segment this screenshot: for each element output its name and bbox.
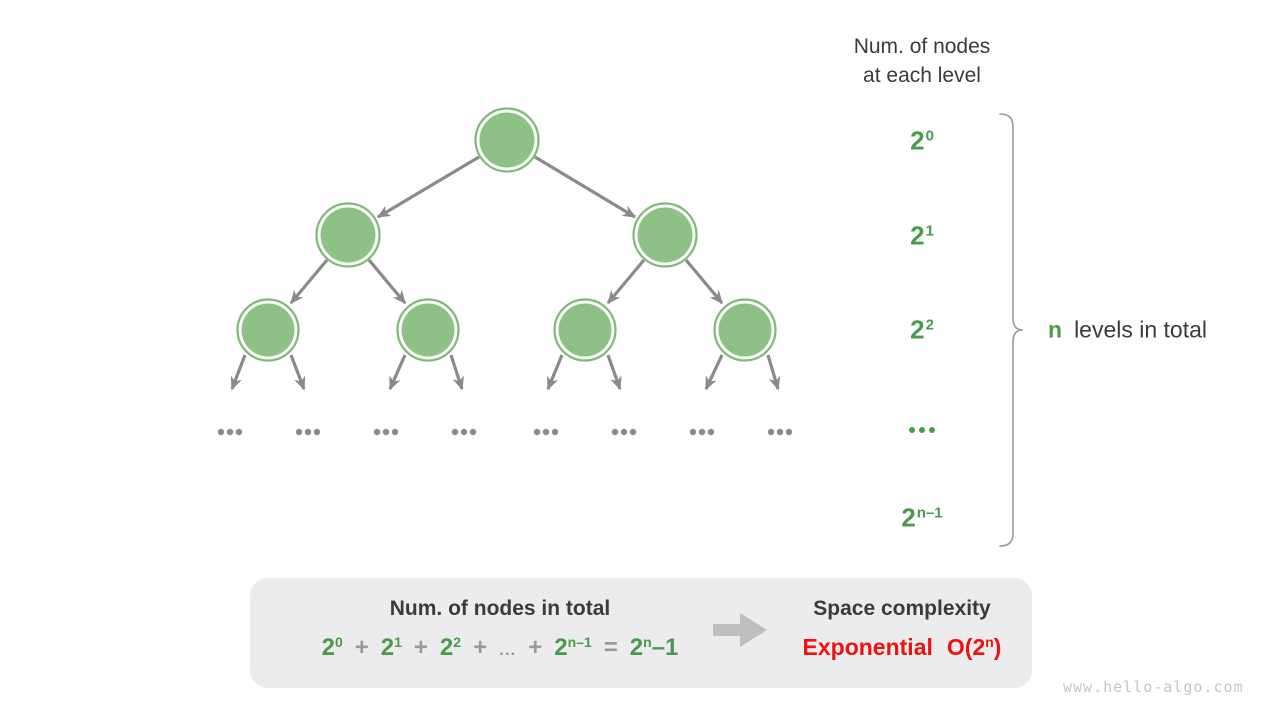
- summary-box: Num. of nodes in total 20 +21 +22 +... +2n–1…: [250, 578, 1032, 688]
- level-label-base: 2: [910, 125, 925, 156]
- tree-edges: [230, 155, 781, 391]
- tree-node: [713, 298, 777, 362]
- space-complexity-title: Space complexity: [813, 597, 991, 620]
- levels-total-note: n levels in total: [1048, 317, 1207, 344]
- formula-token: 2n–1: [629, 634, 679, 661]
- tree-edge: [449, 354, 464, 391]
- tree-node: [553, 298, 617, 362]
- formula-token: 21: [380, 634, 402, 661]
- tree-nodes: [236, 107, 777, 362]
- green-dot: [909, 427, 915, 433]
- level-label-base: 2: [910, 314, 925, 345]
- green-dot: [919, 427, 925, 433]
- total-formula: 20 +21 +22 +... +2n–1 = 2n–1: [250, 634, 750, 662]
- tree-ellipsis-row: [217, 428, 793, 436]
- tree-node: [236, 298, 300, 362]
- level-label-exponent: 1: [925, 222, 934, 240]
- level-label-exponent: 0: [925, 127, 934, 145]
- ellipsis-dots: [767, 428, 793, 436]
- tree-edge: [534, 155, 637, 219]
- ellipsis-dots: [689, 428, 715, 436]
- tree-edge: [766, 354, 781, 391]
- tree-node: [632, 202, 698, 268]
- total-nodes-title: Num. of nodes in total: [389, 597, 611, 620]
- formula-token: +: [528, 634, 543, 661]
- column-header: Num. of nodes at each level: [854, 32, 991, 90]
- formula-token: 20: [321, 634, 343, 661]
- tree-node: [315, 202, 381, 268]
- tree-edge: [704, 354, 724, 391]
- big-o-exponent: n: [985, 634, 994, 650]
- formula-token: +: [354, 634, 369, 661]
- column-header-line1: Num. of nodes: [853, 35, 991, 58]
- green-dot: [929, 427, 935, 433]
- level-label-base: 2: [910, 220, 925, 251]
- ellipsis-dots: [533, 428, 559, 436]
- big-o-pre: O(2: [946, 634, 986, 660]
- levels-total-n: n: [1048, 316, 1063, 343]
- tree-node: [396, 298, 460, 362]
- tree-edge: [289, 258, 329, 305]
- complexity-word: Exponential: [802, 634, 933, 660]
- level-label-2-1: 21: [910, 221, 934, 252]
- right-arrow-icon: [713, 613, 767, 647]
- levels-total-text: levels in total: [1074, 316, 1208, 343]
- level-label-base: 2: [901, 502, 916, 533]
- ellipsis-dots: [611, 428, 637, 436]
- level-label-2-2: 22: [910, 315, 934, 346]
- curly-brace-icon: [999, 113, 1024, 547]
- level-label-exponent: 2: [925, 316, 934, 334]
- formula-token: ...: [499, 640, 517, 659]
- complexity-value: Exponential O(2n): [777, 634, 1027, 661]
- formula-token: 22: [439, 634, 462, 661]
- tree-edge: [230, 354, 247, 391]
- tree-edge: [606, 354, 622, 391]
- formula-token: +: [413, 634, 428, 661]
- tree-edge: [289, 354, 306, 391]
- big-o-post: ): [993, 634, 1002, 660]
- ellipsis-dots: [373, 428, 399, 436]
- watermark: www.hello-algo.com: [1063, 678, 1244, 696]
- tree-edge: [376, 155, 480, 219]
- level-label-exponent: n–1: [916, 504, 943, 522]
- tree-edge: [388, 354, 407, 391]
- formula-token: =: [603, 634, 618, 661]
- tree-edge: [367, 258, 407, 305]
- level-label-2-n-1: 2n–1: [901, 503, 942, 534]
- column-header-line2: at each level: [863, 64, 981, 87]
- binary-tree-diagram: [217, 107, 793, 436]
- ellipsis-dots: [295, 428, 321, 436]
- level-label-2-0: 20: [910, 126, 934, 157]
- tree-edge: [684, 258, 724, 305]
- formula-token: +: [473, 634, 488, 661]
- level-label-ellipsis: [909, 427, 935, 433]
- formula-token: 2n–1: [554, 634, 592, 661]
- tree-edge: [606, 258, 646, 305]
- ellipsis-dots: [217, 428, 243, 436]
- ellipsis-dots: [451, 428, 477, 436]
- tree-node-root: [474, 107, 540, 173]
- tree-edge: [546, 354, 564, 391]
